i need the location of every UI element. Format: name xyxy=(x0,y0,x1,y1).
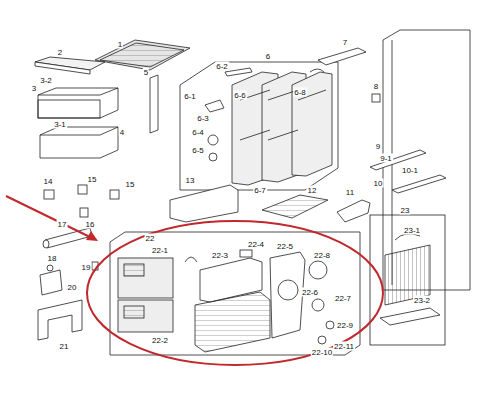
nut xyxy=(318,336,326,344)
callout-number: 6-1 xyxy=(183,92,197,101)
highlight-arrowhead xyxy=(86,231,98,241)
callout-number: 21 xyxy=(59,342,70,351)
strip xyxy=(392,175,446,193)
clip xyxy=(110,190,119,199)
cylinder xyxy=(45,228,92,248)
assembly-frame xyxy=(180,62,338,190)
callout-number: 22-4 xyxy=(247,240,265,249)
callout-number: 22-7 xyxy=(334,294,352,303)
callout-number: 12 xyxy=(307,186,318,195)
callout-number: 11 xyxy=(345,188,355,197)
clip xyxy=(44,190,54,199)
callout-number: 22-3 xyxy=(211,251,229,260)
drawer-front xyxy=(38,100,100,118)
callout-number: 22-6 xyxy=(301,288,319,297)
callout-number: 22-9 xyxy=(336,321,354,330)
callout-number: 22 xyxy=(145,234,156,243)
wire xyxy=(185,257,197,262)
callout-number: 1 xyxy=(117,40,123,49)
heater xyxy=(380,308,440,325)
highlight-ellipse xyxy=(87,221,383,365)
sensor xyxy=(240,250,252,257)
callout-number: 6-3 xyxy=(196,114,210,123)
callout-number: 6-4 xyxy=(191,128,205,137)
tray xyxy=(337,200,370,222)
duct xyxy=(270,252,305,338)
bracket xyxy=(38,300,82,340)
callout-number: 15 xyxy=(87,175,98,184)
box xyxy=(40,270,62,295)
callout-number: 22-5 xyxy=(276,242,294,251)
shelf xyxy=(95,40,190,70)
callout-number: 3-1 xyxy=(53,120,67,129)
callout-number: 20 xyxy=(67,283,78,292)
callout-number: 6-5 xyxy=(191,146,205,155)
cover xyxy=(225,68,252,76)
callout-number: 14 xyxy=(43,177,54,186)
callout-number: 23-1 xyxy=(403,226,421,235)
callout-number: 22-11 xyxy=(333,342,355,351)
callout-number: 22-2 xyxy=(151,336,169,345)
callout-number: 4 xyxy=(119,128,125,137)
callout-number: 6-2 xyxy=(215,62,229,71)
control-board xyxy=(118,300,173,332)
callout-number: 19 xyxy=(81,263,92,272)
callout-number: 9-1 xyxy=(379,154,393,163)
cover-plate xyxy=(262,195,328,218)
callout-number: 9 xyxy=(375,142,381,151)
callout-number: 5 xyxy=(143,68,149,77)
callout-number: 22-10 xyxy=(311,348,333,357)
fan xyxy=(209,153,217,161)
callout-number: 10 xyxy=(373,179,384,188)
cover-plate xyxy=(195,292,270,352)
callout-number: 6-7 xyxy=(253,186,267,195)
callout-number: 18 xyxy=(47,254,58,263)
motor xyxy=(309,261,327,279)
callout-number: 7 xyxy=(342,38,348,47)
callout-number: 6 xyxy=(265,52,271,61)
cover-bar xyxy=(150,75,158,133)
fan xyxy=(278,280,298,300)
callout-number: 23-2 xyxy=(413,296,431,305)
callout-number: 2 xyxy=(57,48,63,57)
callout-number: 23 xyxy=(400,206,411,215)
callout-number: 3-2 xyxy=(39,76,53,85)
callout-number: 6-8 xyxy=(293,88,307,97)
washer xyxy=(326,321,334,329)
callout-number: 22-8 xyxy=(313,251,331,260)
callout-number: 17 xyxy=(57,220,68,229)
callout-number: 10-1 xyxy=(401,166,419,175)
callout-number: 13 xyxy=(185,176,196,185)
hinge-part xyxy=(372,94,380,102)
drawer xyxy=(40,127,118,158)
clip xyxy=(78,185,87,194)
damper xyxy=(205,100,224,112)
callout-number: 8 xyxy=(373,82,379,91)
assembly-frame xyxy=(110,232,360,355)
screw xyxy=(47,265,53,271)
callout-number: 15 xyxy=(125,180,136,189)
tube xyxy=(395,234,420,240)
clip xyxy=(80,208,88,217)
highlight-arrow xyxy=(6,196,92,238)
callout-number: 6-6 xyxy=(233,91,247,100)
callout-number: 16 xyxy=(85,220,96,229)
drawer xyxy=(170,185,238,222)
bin xyxy=(318,48,366,65)
duct-panel xyxy=(292,72,332,176)
control-board xyxy=(118,258,173,298)
fan-blade xyxy=(312,299,324,311)
glass-shelf-edge xyxy=(35,62,90,74)
callout-number: 22-1 xyxy=(151,246,169,255)
fan-motor xyxy=(208,135,218,145)
shelf-grille xyxy=(100,43,184,67)
drawer xyxy=(38,88,118,118)
callout-number: 3 xyxy=(31,84,37,93)
